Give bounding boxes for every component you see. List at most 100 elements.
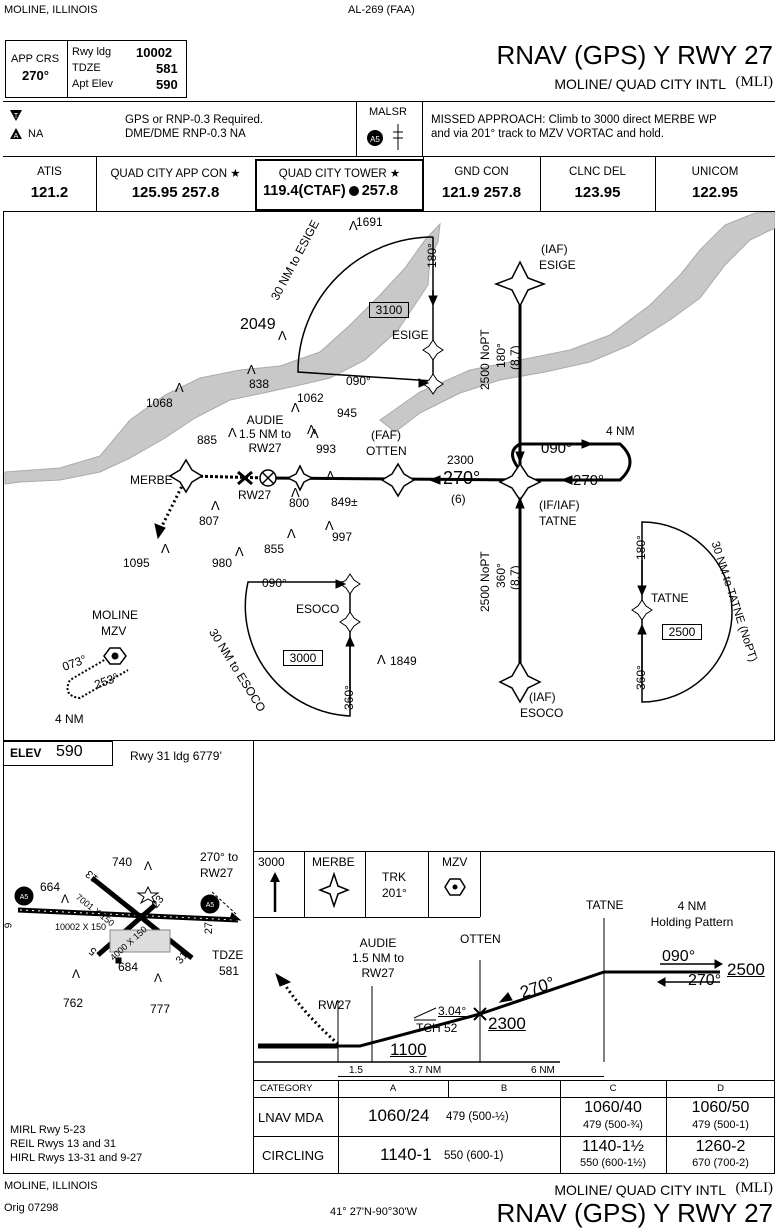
elev-label: ELEV [10,746,42,760]
svg-text:Λ: Λ [211,498,220,513]
svg-text:Λ: Λ [144,860,152,873]
obs-855: 855 [264,542,285,556]
south-seg-alt: 2500 NoPT [478,551,492,612]
missed-trk: TRK [382,870,406,884]
esoco-hold-label: ESOCO [296,602,340,616]
malsr-label: MALSR [369,106,407,118]
obs-1095: 1095 [123,556,150,570]
plan-view [3,211,775,741]
apt-obs-777: 777 [150,1002,171,1016]
hold-inbound: 090° [541,440,573,457]
obs-1062: 1062 [297,391,324,405]
plan-view-graphics: Λ Λ Λ Λ Λ Λ Λ Λ Λ Λ Λ Λ Λ Λ Λ Λ [4,212,775,717]
obstacle-1691: Λ [349,218,358,233]
merbe-label: MERBE [130,473,173,487]
esige-label: ESIGE [539,258,576,272]
min-lnav-ab-main: 1060/24 [368,1106,430,1125]
svg-text:A5: A5 [370,135,380,144]
holding-tatne [511,442,632,482]
min-lnav-ab-sub: 479 (500-½) [446,1111,509,1123]
rwy-ldg-value: 10002 [136,45,173,60]
svg-text:A5: A5 [20,894,29,901]
tatne-iaf: (IF/IAF) [539,498,580,512]
svg-text:Λ: Λ [278,328,287,343]
obstacles: Λ Λ Λ Λ Λ Λ Λ Λ Λ Λ Λ Λ Λ Λ Λ Λ [161,218,386,667]
rwy-ldg-label: Rwy ldg [72,46,112,58]
min-lnav-c-sub: 479 (500-¾) [583,1119,643,1131]
mzv-vortac-icon [444,878,466,896]
comm-app-name: QUAD CITY APP CON ★ [110,168,241,180]
svg-text:Λ: Λ [377,652,386,667]
approach-data-box [5,40,187,98]
missed-trk-value: 201° [382,886,407,900]
obs-1691: 1691 [356,215,383,229]
crs-090-bot: 090° [262,576,287,590]
comm-app-freq: 125.95 257.8 [131,184,220,201]
min-header-d: D [717,1083,724,1094]
min-circling-ab-main: 1140-1 [380,1145,432,1164]
footer-coords: 41° 27'N-90°30'W [330,1206,417,1218]
north-seg-alt: 2500 NoPT [478,329,492,390]
min-lnav-label: LNAV MDA [258,1110,324,1125]
esoco-iaf: (IAF) [529,690,556,704]
obs-997: 997 [332,530,353,544]
min-header-c: C [609,1083,617,1094]
taa-3100: 3100 [369,302,409,318]
esige-iaf: (IAF) [541,242,568,256]
airport-graphics: Λ Λ Λ Λ A5 A5 [14,860,242,985]
lighting-2: REIL Rwys 13 and 31 [10,1138,116,1150]
comm-atis-freq: 121.2 [30,184,69,201]
profile-dist-3: 6 NM [531,1065,555,1076]
min-circling-d-main: 1260-2 [695,1138,746,1155]
comm-unicom-freq: 122.95 [692,184,738,201]
apt-obs-664: 664 [40,880,61,894]
svg-text:Λ: Λ [326,468,335,483]
lighting-1: MIRL Rwy 5-23 [10,1124,86,1136]
profile-section [253,851,775,1174]
app-crs-value: 270° [22,68,49,83]
obs-980: 980 [212,556,233,570]
obs-945: 945 [337,406,358,420]
min-lnav-c-main: 1060/40 [584,1099,642,1116]
rwy-9-27-dims: 10002 X 150 [55,922,107,932]
na-label: NA [28,128,44,140]
comm-gnd-name: GND CON [454,166,509,178]
apt-tdze-value: 581 [219,964,240,978]
min-lnav-d-main: 1060/50 [691,1099,750,1116]
route-missed [189,474,269,480]
fix-otten-symbol [380,462,416,498]
comm-tower-freq: 119.4(CTAF)257.8 [263,183,399,199]
hold-length: 4 NM [606,424,635,438]
river-east [379,212,775,433]
rwy31-ldg: Rwy 31 ldg 6779’ [130,749,223,763]
missed-merbe: MERBE [312,855,355,869]
rwy-label-9: 9 [3,922,15,929]
moline-label: MOLINE [92,608,139,622]
obs-849: 849± [331,495,358,509]
svg-text:Λ: Λ [291,485,300,500]
apt-obs-740: 740 [112,855,133,869]
taa-3000: 3000 [283,650,323,666]
app-crs-label: APP CRS [11,53,60,65]
footer-location: MOLINE, ILLINOIS [4,1180,98,1192]
north-seg-crs: 180° [494,343,508,368]
malsr-icon: A5 [367,124,403,150]
footer-title: RNAV (GPS) Y RWY 27 [496,1198,773,1228]
profile-crs-090: 090° [662,948,696,965]
obs-885: 885 [197,433,218,447]
to-rw27: 270° to [200,850,239,864]
south-seg-crs: 360° [494,563,508,588]
profile-tch: TCH 52 [416,1021,458,1035]
rw27-label: RW27 [238,488,272,502]
climb-arrow-icon [270,872,280,912]
rwy-label-27: 27 [203,921,216,935]
apt-obs-684: 684 [118,960,139,974]
svg-text:Λ: Λ [291,400,300,415]
elev-box [3,741,113,766]
min-circling-c-main: 1140-1½ [582,1138,644,1155]
apt-obs-762: 762 [63,996,84,1010]
comm-tower-name: QUAD CITY TOWER ★ [278,168,401,180]
svg-text:Λ: Λ [310,426,319,441]
